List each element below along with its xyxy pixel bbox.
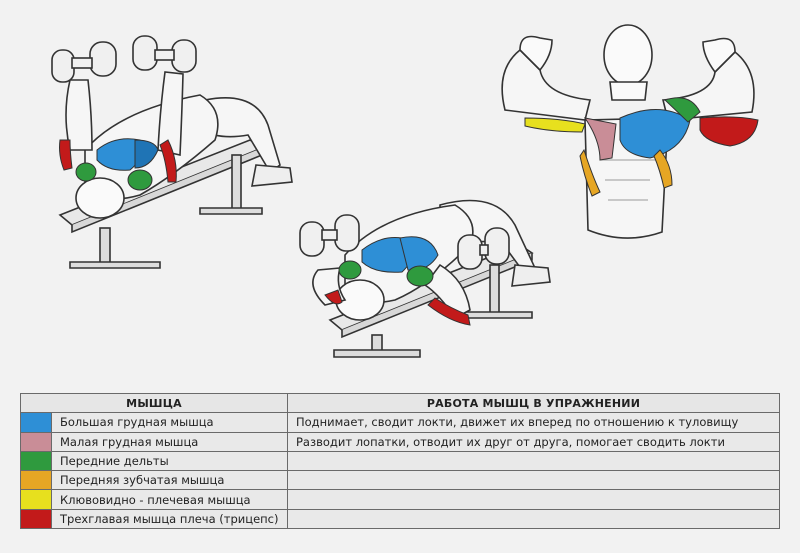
muscle-work — [287, 470, 780, 491]
color-swatch — [20, 489, 52, 510]
table-row: Передние дельты — [20, 450, 780, 472]
muscle-work: Поднимает, сводит локти, движет их впере… — [287, 412, 780, 433]
header-work: РАБОТА МЫШЦ В УПРАЖНЕНИИ — [287, 392, 780, 414]
muscle-work — [287, 450, 780, 472]
figure-arms-down-muscles — [324, 236, 471, 326]
figure-arms-down — [299, 199, 551, 358]
figure-arms-up-muscles — [59, 138, 177, 191]
color-swatch — [20, 508, 52, 530]
color-swatch-fill — [21, 413, 51, 432]
muscle-name: Передняя зубчатая мышца — [51, 470, 288, 491]
muscle-name: Трехглавая мышца плеча (трицепс) — [51, 508, 288, 530]
muscle-name: Клювовидно - плечевая мышца — [51, 489, 288, 510]
header-muscle: МЫШЦА — [20, 392, 288, 414]
color-swatch-fill — [21, 433, 51, 451]
figure-arms-up — [51, 35, 293, 269]
muscle-legend-table: МЫШЦА РАБОТА МЫШЦ В УПРАЖНЕНИИ Большая г… — [20, 392, 780, 530]
table-row: Передняя зубчатая мышца — [20, 470, 780, 491]
muscle-name: Передние дельты — [51, 450, 288, 472]
muscle-name: Малая грудная мышца — [51, 431, 288, 452]
muscle-name: Большая грудная мышца — [51, 412, 288, 433]
color-swatch-fill — [21, 471, 51, 489]
color-swatch — [20, 470, 52, 491]
color-swatch — [20, 431, 52, 452]
color-swatch — [20, 412, 52, 433]
table-header-row: МЫШЦА РАБОТА МЫШЦ В УПРАЖНЕНИИ — [20, 392, 780, 414]
table-row: Трехглавая мышца плеча (трицепс) — [20, 508, 780, 530]
color-swatch-fill — [21, 452, 51, 470]
muscle-work — [287, 489, 780, 510]
muscle-work — [287, 508, 780, 530]
table-row: Клювовидно - плечевая мышца — [20, 489, 780, 510]
exercise-illustration — [51, 24, 759, 358]
anatomy-torso — [501, 24, 755, 239]
color-swatch-fill — [21, 510, 51, 528]
color-swatch-fill — [21, 491, 51, 509]
color-swatch — [20, 450, 52, 472]
muscle-work: Разводит лопатки, отводит их друг от дру… — [287, 431, 780, 452]
anatomy-torso-muscles — [524, 97, 759, 197]
